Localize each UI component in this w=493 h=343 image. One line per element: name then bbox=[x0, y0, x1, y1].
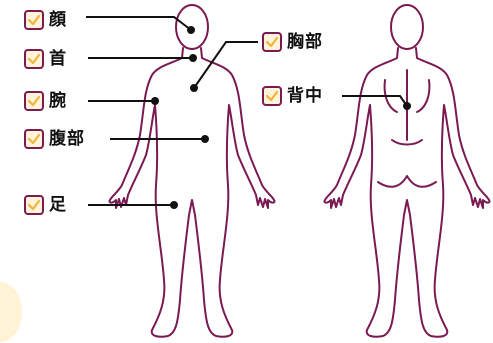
check-icon bbox=[27, 53, 41, 65]
label-abdomen: 腹部 bbox=[24, 127, 85, 151]
label-text-arm: 腕 bbox=[49, 89, 67, 113]
label-text-abdomen: 腹部 bbox=[49, 127, 85, 151]
marker-back bbox=[404, 103, 410, 109]
check-icon bbox=[27, 133, 41, 145]
checkbox-chest[interactable] bbox=[262, 32, 282, 52]
back-body-figure bbox=[324, 5, 489, 337]
marker-face bbox=[188, 27, 194, 33]
checkbox-abdomen[interactable] bbox=[24, 129, 44, 149]
check-icon bbox=[27, 14, 41, 26]
label-foot: 足 bbox=[24, 193, 67, 217]
marker-neck bbox=[190, 55, 196, 61]
check-icon bbox=[27, 199, 41, 211]
back-buttocks-line bbox=[378, 176, 436, 187]
label-text-back: 背中 bbox=[287, 84, 323, 108]
back-right-shoulder-blade bbox=[417, 80, 429, 112]
checkbox-foot[interactable] bbox=[24, 195, 44, 215]
label-text-face: 顔 bbox=[49, 8, 67, 32]
leader-back bbox=[342, 96, 407, 106]
label-text-foot: 足 bbox=[49, 193, 67, 217]
leader-chest bbox=[194, 42, 258, 88]
marker-abdomen bbox=[202, 136, 208, 142]
marker-foot bbox=[171, 202, 177, 208]
checkbox-arm[interactable] bbox=[24, 91, 44, 111]
marker-arm bbox=[152, 98, 158, 104]
label-text-chest: 胸部 bbox=[287, 30, 323, 54]
label-chest: 胸部 bbox=[262, 30, 323, 54]
label-back: 背中 bbox=[262, 84, 323, 108]
checkbox-back[interactable] bbox=[262, 86, 282, 106]
label-face: 顔 bbox=[24, 8, 67, 32]
back-head bbox=[391, 5, 423, 49]
marker-chest bbox=[191, 85, 197, 91]
label-neck: 首 bbox=[24, 47, 67, 71]
background-glow bbox=[0, 282, 22, 342]
checkbox-neck[interactable] bbox=[24, 49, 44, 69]
checkbox-face[interactable] bbox=[24, 10, 44, 30]
label-arm: 腕 bbox=[24, 89, 67, 113]
check-icon bbox=[265, 90, 279, 102]
label-text-neck: 首 bbox=[49, 47, 67, 71]
check-icon bbox=[27, 95, 41, 107]
check-icon bbox=[265, 36, 279, 48]
